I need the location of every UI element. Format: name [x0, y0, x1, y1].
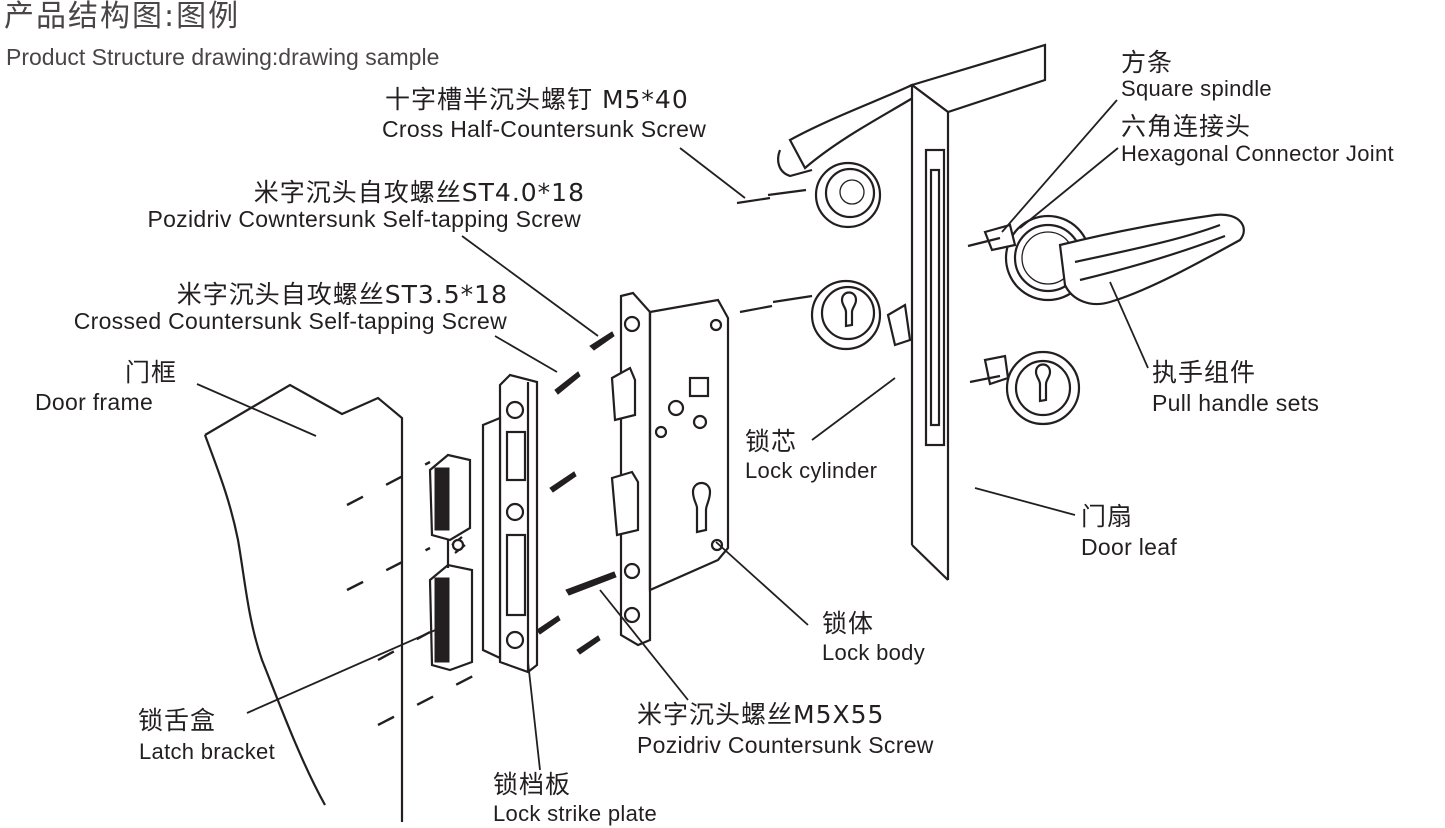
label-screw-st35-zh: 米字沉头自攻螺丝ST3.5*18 — [176, 280, 508, 309]
strike-plate-drawing — [481, 373, 539, 674]
label-door-leaf-zh: 门扇 — [1081, 502, 1134, 531]
label-screw-st40-en: Pozidriv Cowntersunk Self-tapping Screw — [147, 206, 581, 232]
label-screw-st35-en: Crossed Countersunk Self-tapping Screw — [73, 308, 507, 334]
label-hex-connector-zh: 六角连接头 — [1121, 112, 1252, 141]
label-pull-handle-en: Pull handle sets — [1152, 390, 1320, 416]
diagram-subtitle: Product Structure drawing:drawing sample — [6, 44, 440, 70]
label-square-spindle-zh: 方条 — [1121, 48, 1174, 77]
label-screw-m5x55-en: Pozidriv Countersunk Screw — [637, 732, 934, 758]
screws-drawing — [536, 188, 813, 655]
front-cylinder-rose-drawing — [969, 350, 1081, 426]
label-door-frame-en: Door frame — [35, 389, 154, 415]
label-latch-bracket-zh: 锁舌盒 — [138, 706, 217, 735]
label-lock-cylinder-zh: 锁芯 — [745, 427, 798, 456]
leader-lines — [196, 99, 1149, 771]
back-lower-rose-drawing — [810, 279, 882, 351]
label-screw-st40-zh: 米字沉头自攻螺丝ST4.0*18 — [253, 178, 585, 207]
label-hex-connector-en: Hexagonal Connector Joint — [1121, 141, 1394, 166]
diagram-title: 产品结构图:图例 — [4, 0, 241, 34]
door-leaf-drawing — [886, 43, 1047, 581]
label-screw-m5x55-zh: 米字沉头螺丝M5X55 — [637, 700, 885, 729]
label-lock-body-en: Lock body — [822, 640, 925, 665]
back-upper-rose-drawing — [777, 83, 918, 229]
label-lock-body-zh: 锁体 — [822, 609, 875, 638]
label-pull-handle-zh: 执手组件 — [1152, 358, 1257, 387]
pull-handle-drawing — [967, 213, 1245, 306]
label-screw-m5x40-zh: 十字槽半沉头螺钉 M5*40 — [385, 85, 689, 114]
label-strike-plate-zh: 锁档板 — [493, 770, 572, 799]
latch-bracket-drawing — [428, 453, 474, 672]
lock-body-drawing — [610, 291, 730, 647]
label-latch-bracket-en: Latch bracket — [139, 739, 275, 764]
label-door-frame-zh: 门框 — [125, 358, 178, 387]
label-door-leaf-en: Door leaf — [1081, 534, 1178, 560]
label-lock-cylinder-en: Lock cylinder — [745, 458, 878, 483]
label-screw-m5x40-en: Cross Half-Countersunk Screw — [382, 116, 707, 142]
label-square-spindle-en: Square spindle — [1121, 76, 1272, 101]
label-strike-plate-en: Lock strike plate — [493, 801, 658, 826]
